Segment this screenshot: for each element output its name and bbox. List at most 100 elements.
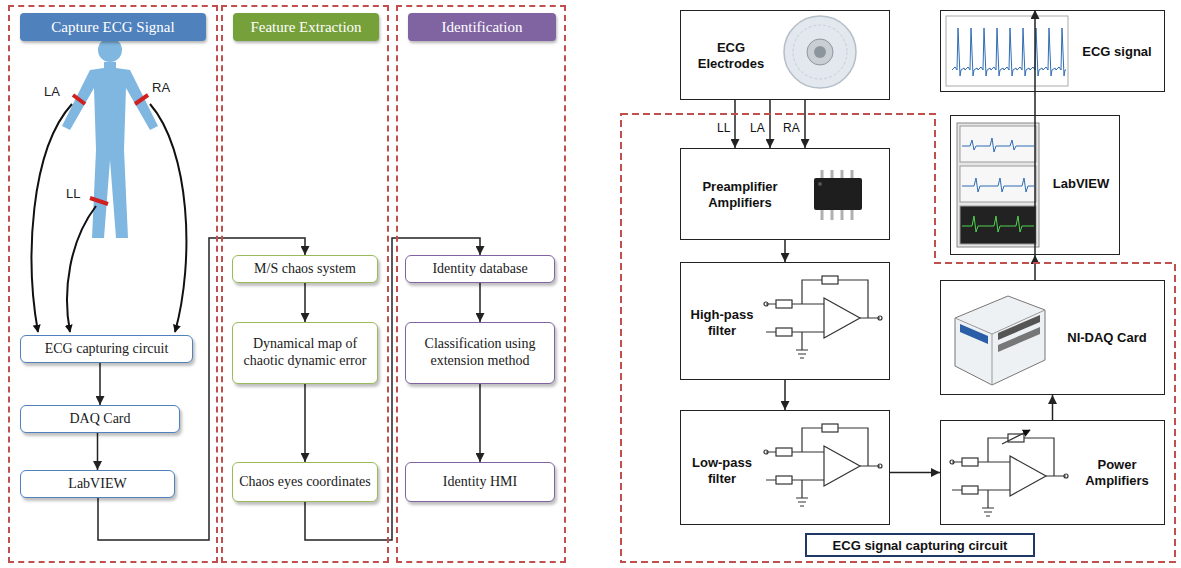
arrow-connector bbox=[99, 363, 101, 405]
box-label: ECG signal bbox=[1074, 16, 1160, 88]
daq-edge bbox=[992, 334, 993, 385]
arrow-connector bbox=[479, 283, 481, 322]
process-box: ECG capturing circuit bbox=[20, 335, 193, 363]
ecg-signal-plot bbox=[946, 16, 1068, 86]
chip-notch bbox=[818, 182, 822, 186]
arrow-connector bbox=[1034, 10, 1036, 255]
process-box: Dynamical map of chaotic dynamic error bbox=[232, 322, 378, 384]
process-box: NI-DAQ Card bbox=[940, 280, 1165, 395]
process-box: Low-pass filter bbox=[680, 410, 890, 525]
arrow-connector bbox=[784, 240, 786, 262]
box-label: Identity database bbox=[432, 261, 527, 278]
electrode-ring bbox=[793, 25, 847, 79]
box-label: M/S chaos system bbox=[254, 261, 356, 278]
dashed-panel: ECG capturing circuitDAQ CardLabVIEW Capt… bbox=[8, 5, 218, 563]
lead-wire bbox=[32, 104, 72, 332]
electrode-pad bbox=[784, 16, 856, 88]
chip-body bbox=[814, 178, 862, 210]
process-box: LabVIEW bbox=[950, 115, 1120, 255]
screen-panel bbox=[960, 166, 1036, 202]
box-label: ECG capturing circuit bbox=[45, 341, 169, 358]
electrode-mark bbox=[90, 198, 108, 204]
process-box: ECG Electrodes bbox=[680, 10, 890, 100]
dashed-panel: M/S chaos systemDynamical map of chaotic… bbox=[221, 5, 389, 563]
screen-wave bbox=[962, 178, 1034, 192]
arrow-connector bbox=[804, 100, 806, 148]
panel-heading: Feature Extraction bbox=[233, 13, 379, 41]
electrode-label: LL bbox=[66, 186, 80, 201]
panel-heading: Capture ECG Signal bbox=[20, 13, 206, 41]
lead-label: LA bbox=[749, 121, 766, 135]
screen-panel bbox=[960, 206, 1036, 244]
box-label: NI-DAQ Card bbox=[1053, 309, 1161, 367]
process-box: Classification using extension method bbox=[405, 322, 555, 384]
lead-wire bbox=[150, 104, 186, 332]
screen-wave bbox=[962, 138, 1034, 152]
figure-body bbox=[62, 62, 158, 238]
process-box: Preamplifier Amplifiers bbox=[680, 148, 890, 240]
box-label: ECG Electrodes bbox=[686, 16, 776, 96]
lead-label: LL bbox=[716, 121, 731, 135]
high-pass-schematic bbox=[764, 276, 882, 358]
lead-wires bbox=[32, 104, 187, 332]
electrode-mark bbox=[135, 95, 148, 104]
box-label: LabVIEW bbox=[68, 476, 126, 493]
arrow-connector bbox=[304, 384, 306, 462]
lead-label: RA bbox=[782, 121, 801, 135]
electrode-snap bbox=[814, 46, 826, 58]
labview-screenshot bbox=[957, 123, 1039, 247]
process-box: LabVIEW bbox=[20, 470, 175, 498]
chip-photo bbox=[814, 170, 862, 220]
daq-label-stripe bbox=[960, 324, 988, 344]
electrode-label: LA bbox=[44, 84, 60, 99]
process-box: High-pass filter bbox=[680, 262, 890, 380]
screen-wave bbox=[962, 216, 1034, 232]
arrow-connector bbox=[769, 100, 771, 148]
lead-wire bbox=[67, 206, 96, 332]
amp-schematic bbox=[950, 434, 1068, 516]
daq-device-photo bbox=[955, 296, 1045, 385]
screen-panel bbox=[960, 126, 1036, 162]
process-box: Identity database bbox=[405, 255, 555, 283]
box-label: Low-pass filter bbox=[685, 446, 759, 496]
box-label: LabVIEW bbox=[1045, 156, 1117, 212]
box-label: Classification using extension method bbox=[411, 336, 549, 370]
process-box: DAQ Card bbox=[20, 405, 180, 433]
arrow-connector bbox=[890, 472, 940, 474]
electrode-gel bbox=[807, 39, 833, 65]
arrow-connector bbox=[97, 433, 99, 470]
variable-resistor-arrow bbox=[1002, 430, 1030, 444]
region-label: ECG signal capturing circuit bbox=[805, 533, 1035, 557]
arrow-connector bbox=[479, 384, 481, 462]
arrow-connector bbox=[1034, 255, 1036, 280]
electrode-label: RA bbox=[152, 80, 170, 95]
process-box: Chaos eyes coordinates bbox=[232, 462, 378, 502]
figure-head bbox=[98, 38, 122, 62]
electrode-mark bbox=[73, 95, 85, 104]
ecg-trace bbox=[952, 28, 1066, 76]
process-box: Identity HMI bbox=[405, 462, 555, 502]
low-pass-schematic bbox=[764, 424, 882, 506]
dashed-panel: Identity databaseClassification using ex… bbox=[396, 5, 566, 563]
process-box: Power Amplifiers bbox=[940, 420, 1165, 525]
box-label: High-pass filter bbox=[685, 298, 759, 348]
dashed-outline bbox=[621, 114, 1175, 562]
panel-heading: Identification bbox=[408, 13, 556, 41]
electrode-pad-photo bbox=[784, 16, 856, 88]
box-label: Power Amplifiers bbox=[1074, 443, 1160, 503]
screen-frame bbox=[957, 123, 1039, 247]
box-label: Chaos eyes coordinates bbox=[239, 474, 370, 491]
arrow-connector bbox=[734, 100, 736, 148]
box-label: Identity HMI bbox=[443, 474, 517, 491]
box-label: DAQ Card bbox=[69, 411, 130, 428]
arrow-connector bbox=[784, 380, 786, 410]
daq-terminal-row bbox=[998, 327, 1040, 352]
process-box: ECG signal bbox=[940, 10, 1165, 92]
plot-frame bbox=[946, 16, 1068, 86]
arrow-connector bbox=[1052, 395, 1054, 420]
arrow-connector bbox=[304, 283, 306, 322]
human-figure bbox=[62, 38, 158, 238]
